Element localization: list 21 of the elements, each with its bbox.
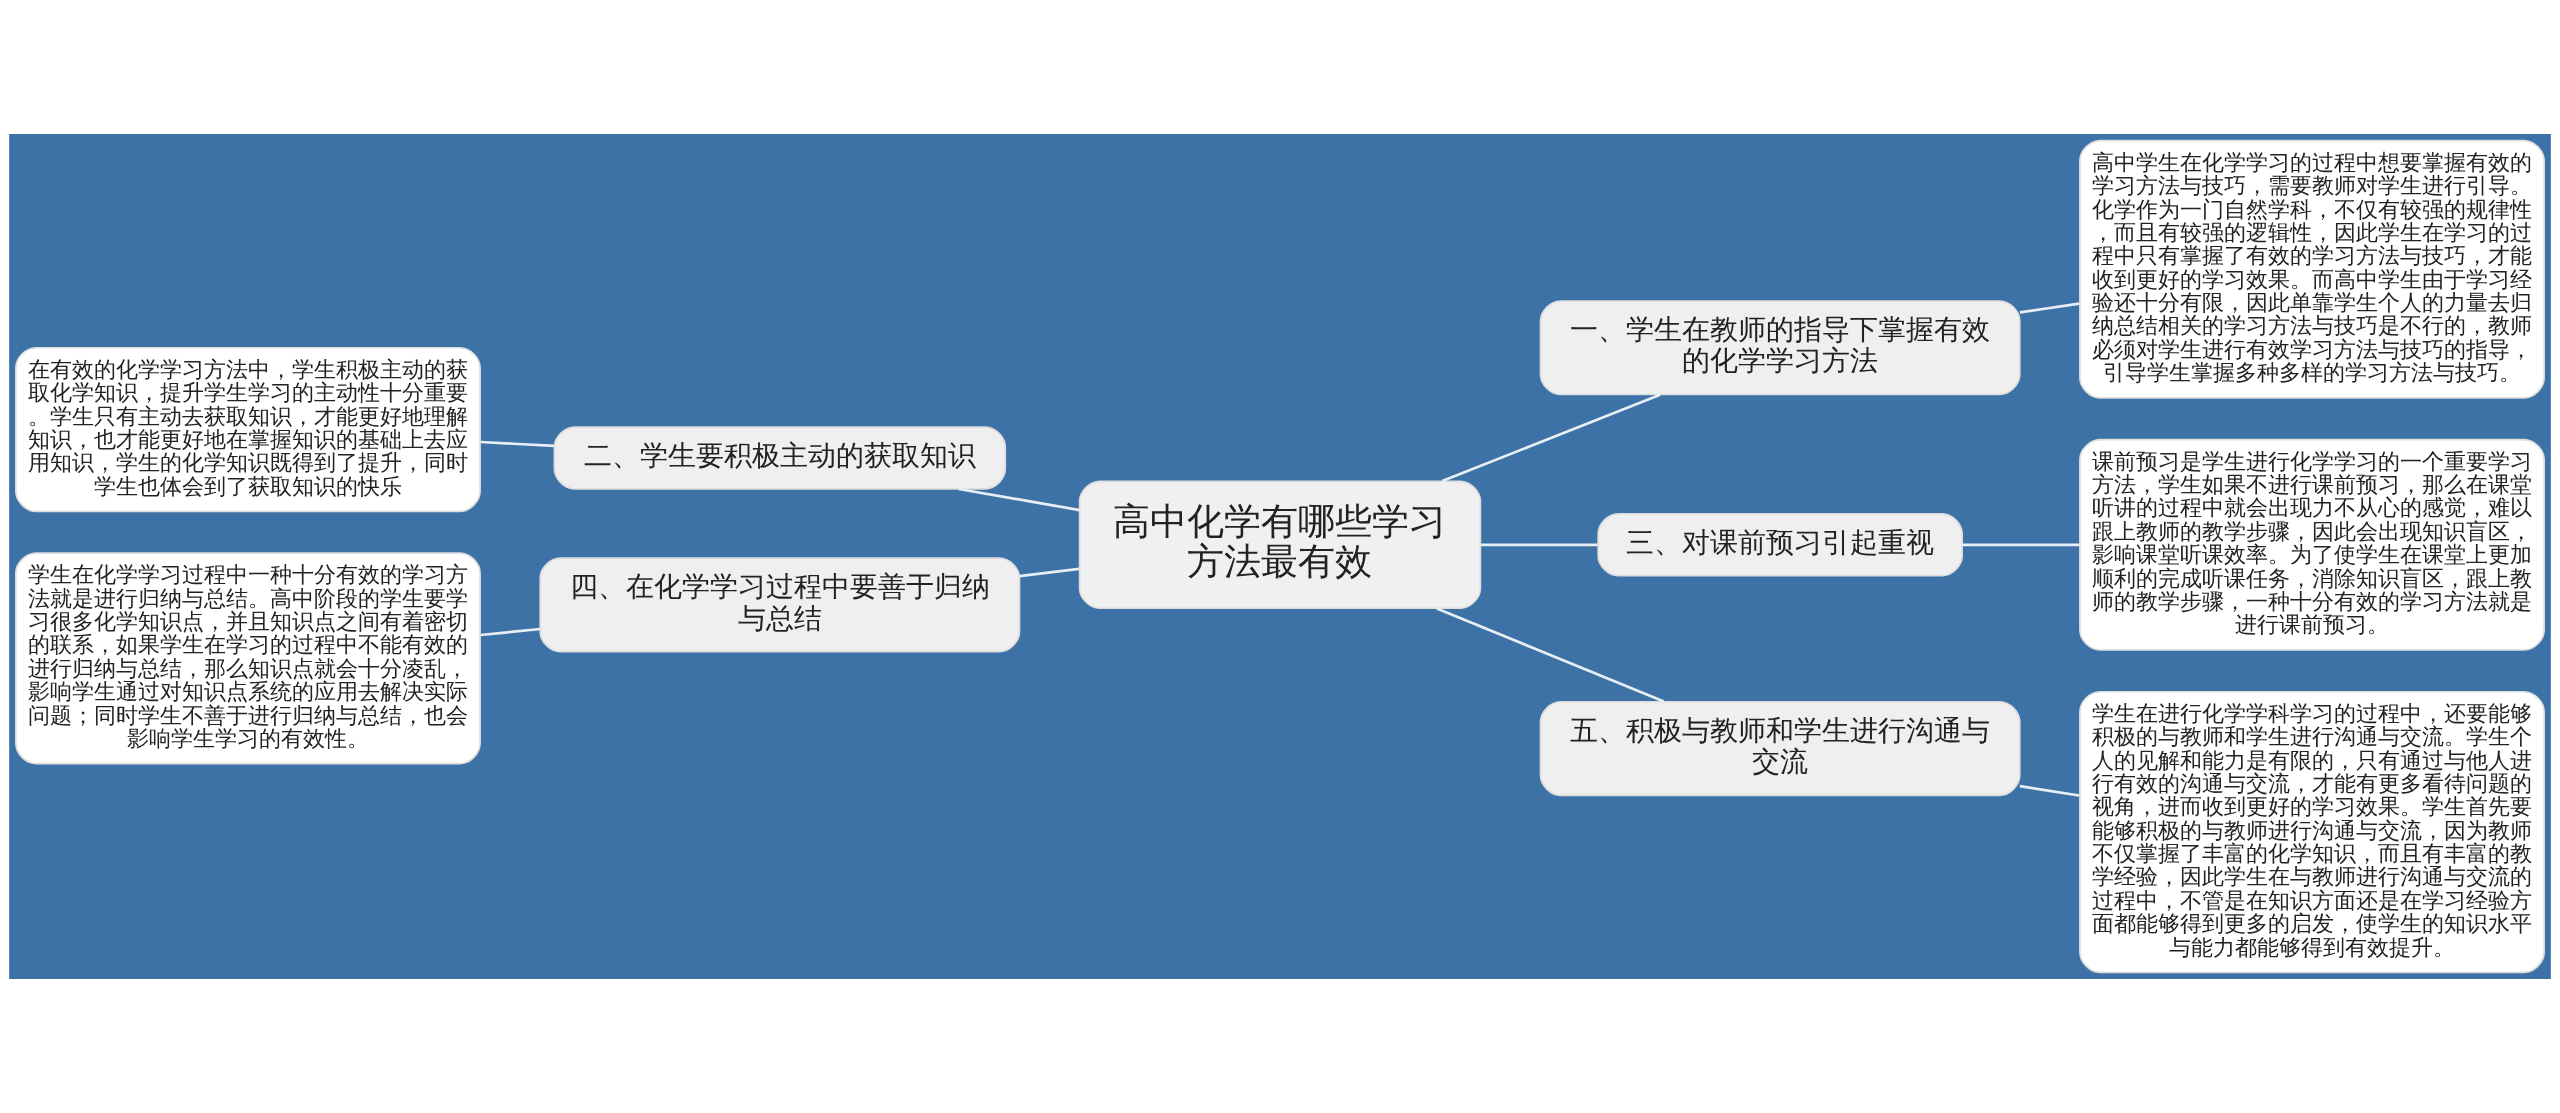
node-box: 一、学生在教师的指导下掌握有效的化学学习方法 <box>1539 300 2021 396</box>
connector <box>480 440 555 448</box>
connector <box>480 627 541 637</box>
connector <box>1441 393 1661 483</box>
connector <box>2019 302 2080 314</box>
connector <box>1019 567 1080 578</box>
node-box: 四、在化学学习过程中要善于归纳与总结 <box>539 557 1021 653</box>
node-box: 学生在化学学习过程中一种十分有效的学习方法就是进行归纳与总结。高中阶段的学生要学习很多化学知识点，并且知识点之间有着密切的联系，如果学生在学习的过程中不能有效的进行归纳与总结，那么知识点就会十分凌乱，影响学生通过对知识点系统的应用去解决实际问题；同时学生不善于进行归纳与总结，也会影响学生学习的有效性。 <box>15 552 481 765</box>
node-box: 三、对课前预习引起重视 <box>1597 513 1963 577</box>
connector <box>1962 543 2080 547</box>
node-box: 高中学生在化学学习的过程中想要掌握有效的学习方法与技巧，需要教师对学生进行引导。化学作为一门自然学科，不仅有较强的规律性，而且有较强的逻辑性，因此学生在学习的过程中只有掌握了有效的学习方法与技巧，才能收到更好的学习效果。而高中学生由于学习经验还十分有限，因此单靠学生个人的力量去归纳总结相关的学习方法与技巧是不行的，教师必须对学生进行有效学习方法与技巧的指导，引导学生掌握多种多样的学习方法与技巧。 <box>2079 139 2545 399</box>
connector <box>1480 543 1598 547</box>
node-box: 高中化学有哪些学习方法最有效 <box>1078 480 1482 610</box>
connector <box>958 487 1080 512</box>
node-box: 五、积极与教师和学生进行沟通与交流 <box>1539 700 2021 797</box>
connector <box>2019 784 2080 797</box>
node-box: 课前预习是学生进行化学学习的一个重要学习方法，学生如果不进行课前预习，那么在课堂听讲的过程中就会出现力不从心的感觉，难以跟上教师的教学步骤，因此会出现知识盲区，影响课堂听课效率。为了使学生在课堂上更加顺利的完成听课任务，消除知识盲区，跟上教师的教学步骤，一种十分有效的学习方法就是进行课前预习。 <box>2079 438 2545 651</box>
node-box: 学生在进行化学学科学习的过程中，还要能够积极的与教师和学生进行沟通与交流。学生个人的见解和能力是有限的，只有通过与他人进行有效的沟通与交流，才能有更多看待问题的视角，进而收到更好的学习效果。学生首先要能够积极的与教师进行沟通与交流，因为教师不仅掌握了丰富的化学知识，而且有丰富的教学经验，因此学生在与教师进行沟通与交流的过程中，不管是在知识方面还是在学习经验方面都能够得到更多的启发，使学生的知识水平与能力都能够得到有效提升。 <box>2079 690 2545 974</box>
node-box: 二、学生要积极主动的获取知识 <box>553 426 1007 490</box>
connector <box>1436 607 1665 703</box>
node-box: 在有效的化学学习方法中，学生积极主动的获取化学知识，提升学生学习的主动性十分重要。学生只有主动去获取知识，才能更好地理解知识，也才能更好地在掌握知识的基础上去应用知识，学生的化学知识既得到了提升，同时学生也体会到了获取知识的快乐 <box>15 346 481 513</box>
